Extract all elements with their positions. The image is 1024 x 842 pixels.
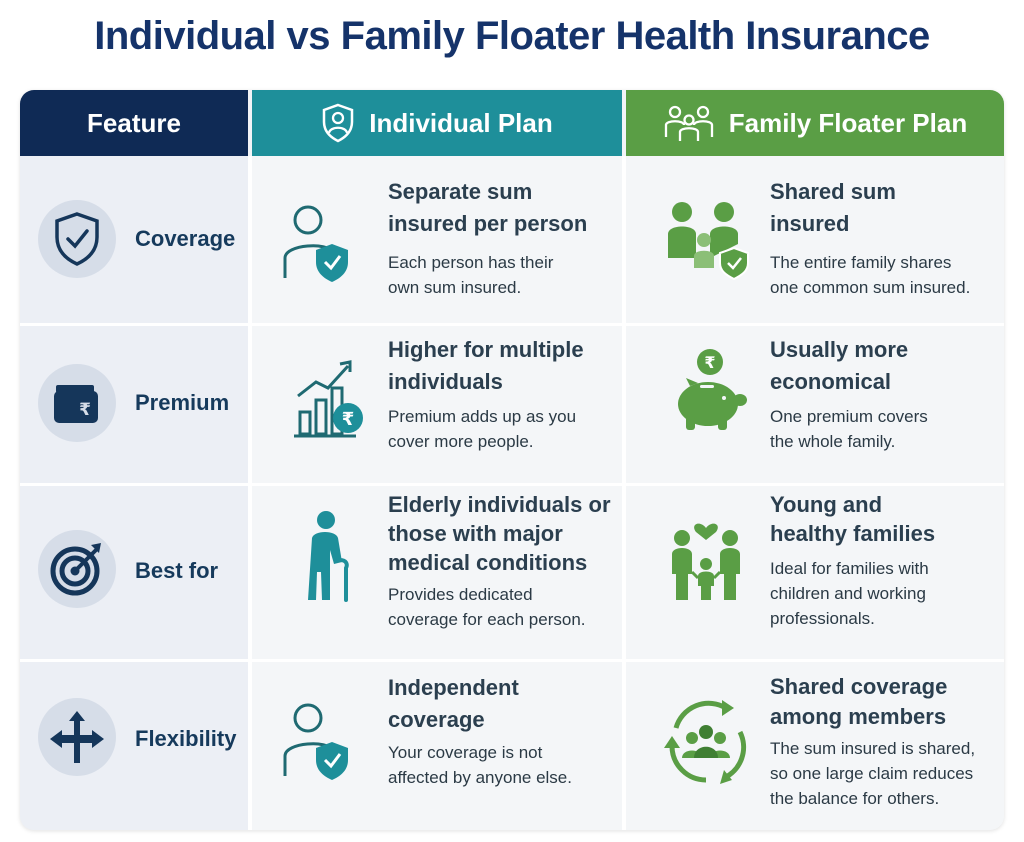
rising-chart-rupee-icon: ₹ [294,360,363,438]
svg-text:₹: ₹ [79,400,91,420]
individual-description: Each person has their own sum insured. [388,253,554,297]
row-premium: ₹ Premium ₹ Higher for multiple individu… [20,326,1004,483]
individual-heading: Higher for multiple individuals [388,337,584,394]
shield-check-icon [38,200,116,278]
row-divider [20,483,1004,486]
column-divider [248,156,252,830]
column-divider [622,156,626,830]
feature-label: Flexibility [135,726,237,751]
header-individual: Individual Plan [252,90,622,156]
person-shield-icon [283,205,348,282]
svg-text:₹: ₹ [342,409,355,430]
directions-arrows-icon [38,698,116,776]
group-cycle-icon [664,700,747,784]
row-divider [20,323,1004,326]
wallet-rupee-icon: ₹ [38,364,116,442]
feature-cell: Flexibility [20,662,248,830]
page-title: Individual vs Family Floater Health Insu… [94,14,930,58]
individual-heading: Independent coverage [388,675,519,732]
comparison-table: Feature Individual Plan Family Floater P… [20,90,1004,830]
individual-description: Premium adds up as you cover more people… [388,407,577,451]
feature-label: Premium [135,390,230,415]
row-coverage: Coverage Separate sum insured per person… [20,156,1004,323]
individual-cell: ₹ Higher for multiple individuals Premiu… [252,326,622,483]
header-feature: Feature [20,90,248,156]
header-family-label: Family Floater Plan [728,107,968,138]
target-arrow-icon [38,530,116,608]
individual-description: Provides dedicated coverage for each per… [388,585,586,629]
family-heading: Young and healthy families [770,492,936,546]
feature-cell: Best for [20,486,248,659]
elderly-person-icon [308,511,349,602]
individual-cell: Elderly individuals or those with major … [252,486,622,659]
header-family: Family Floater Plan [626,90,1004,156]
person-shield-icon [323,103,354,143]
family-heading: Shared coverage among members [770,674,948,729]
person-shield-icon [283,703,348,780]
family-cell: ₹ Usually more economical One premium co… [626,326,1004,483]
piggy-bank-rupee-icon: ₹ [678,349,747,430]
individual-heading: Elderly individuals or those with major … [388,492,611,575]
family-cell: Shared coverage among members The sum in… [626,662,1004,830]
family-heart-icon [672,523,740,600]
row-best-for: Best for Elderly individuals or those wi… [20,486,1004,659]
family-description: The sum insured is shared, so one large … [770,739,976,808]
svg-text:₹: ₹ [704,353,715,372]
family-cell: Young and healthy families Ideal for fam… [626,486,1004,659]
individual-cell: Separate sum insured per person Each per… [252,156,622,323]
row-divider [20,659,1004,662]
family-heading: Shared sum insured [770,179,896,236]
feature-label: Best for [135,558,219,583]
family-description: Ideal for families with children and wor… [770,559,929,628]
family-heading: Usually more economical [770,337,909,394]
family-shield-icon [668,202,749,280]
header-feature-label: Feature [87,107,181,138]
family-cell: Shared sum insured The entire family sha… [626,156,1004,323]
feature-cell: ₹ Premium [20,326,248,483]
header-individual-label: Individual Plan [369,107,553,138]
individual-description: Your coverage is not affected by anyone … [388,743,572,787]
feature-cell: Coverage [20,156,248,323]
individual-heading: Separate sum insured per person [388,179,588,236]
family-description: The entire family shares one common sum … [770,253,971,297]
row-flexibility: Flexibility Independent coverage Your co… [20,662,1004,830]
feature-label: Coverage [135,226,236,251]
family-group-icon [664,105,713,141]
individual-cell: Independent coverage Your coverage is no… [252,662,622,830]
family-description: One premium covers the whole family. [770,407,928,451]
